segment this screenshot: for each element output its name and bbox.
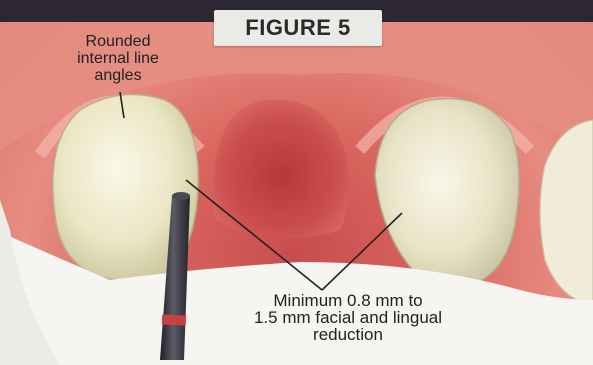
empty-socket (214, 100, 349, 238)
annotation-reduction: Minimum 0.8 mm to 1.5 mm facial and ling… (218, 292, 478, 343)
adjacent-tooth-right (540, 120, 593, 305)
prepared-tooth-right (375, 99, 519, 286)
annotation-rounded-internal-line-angles: Rounded internal line angles (58, 34, 178, 84)
figure-label: FIGURE 5 (214, 10, 382, 46)
annotation-line: angles (58, 68, 178, 85)
annotation-line: internal line (58, 51, 178, 68)
annotation-line: Rounded (58, 34, 178, 51)
annotation-line: 1.5 mm facial and lingual (218, 309, 478, 326)
annotation-line: Minimum 0.8 mm to (218, 292, 478, 309)
annotation-line: reduction (218, 326, 478, 343)
